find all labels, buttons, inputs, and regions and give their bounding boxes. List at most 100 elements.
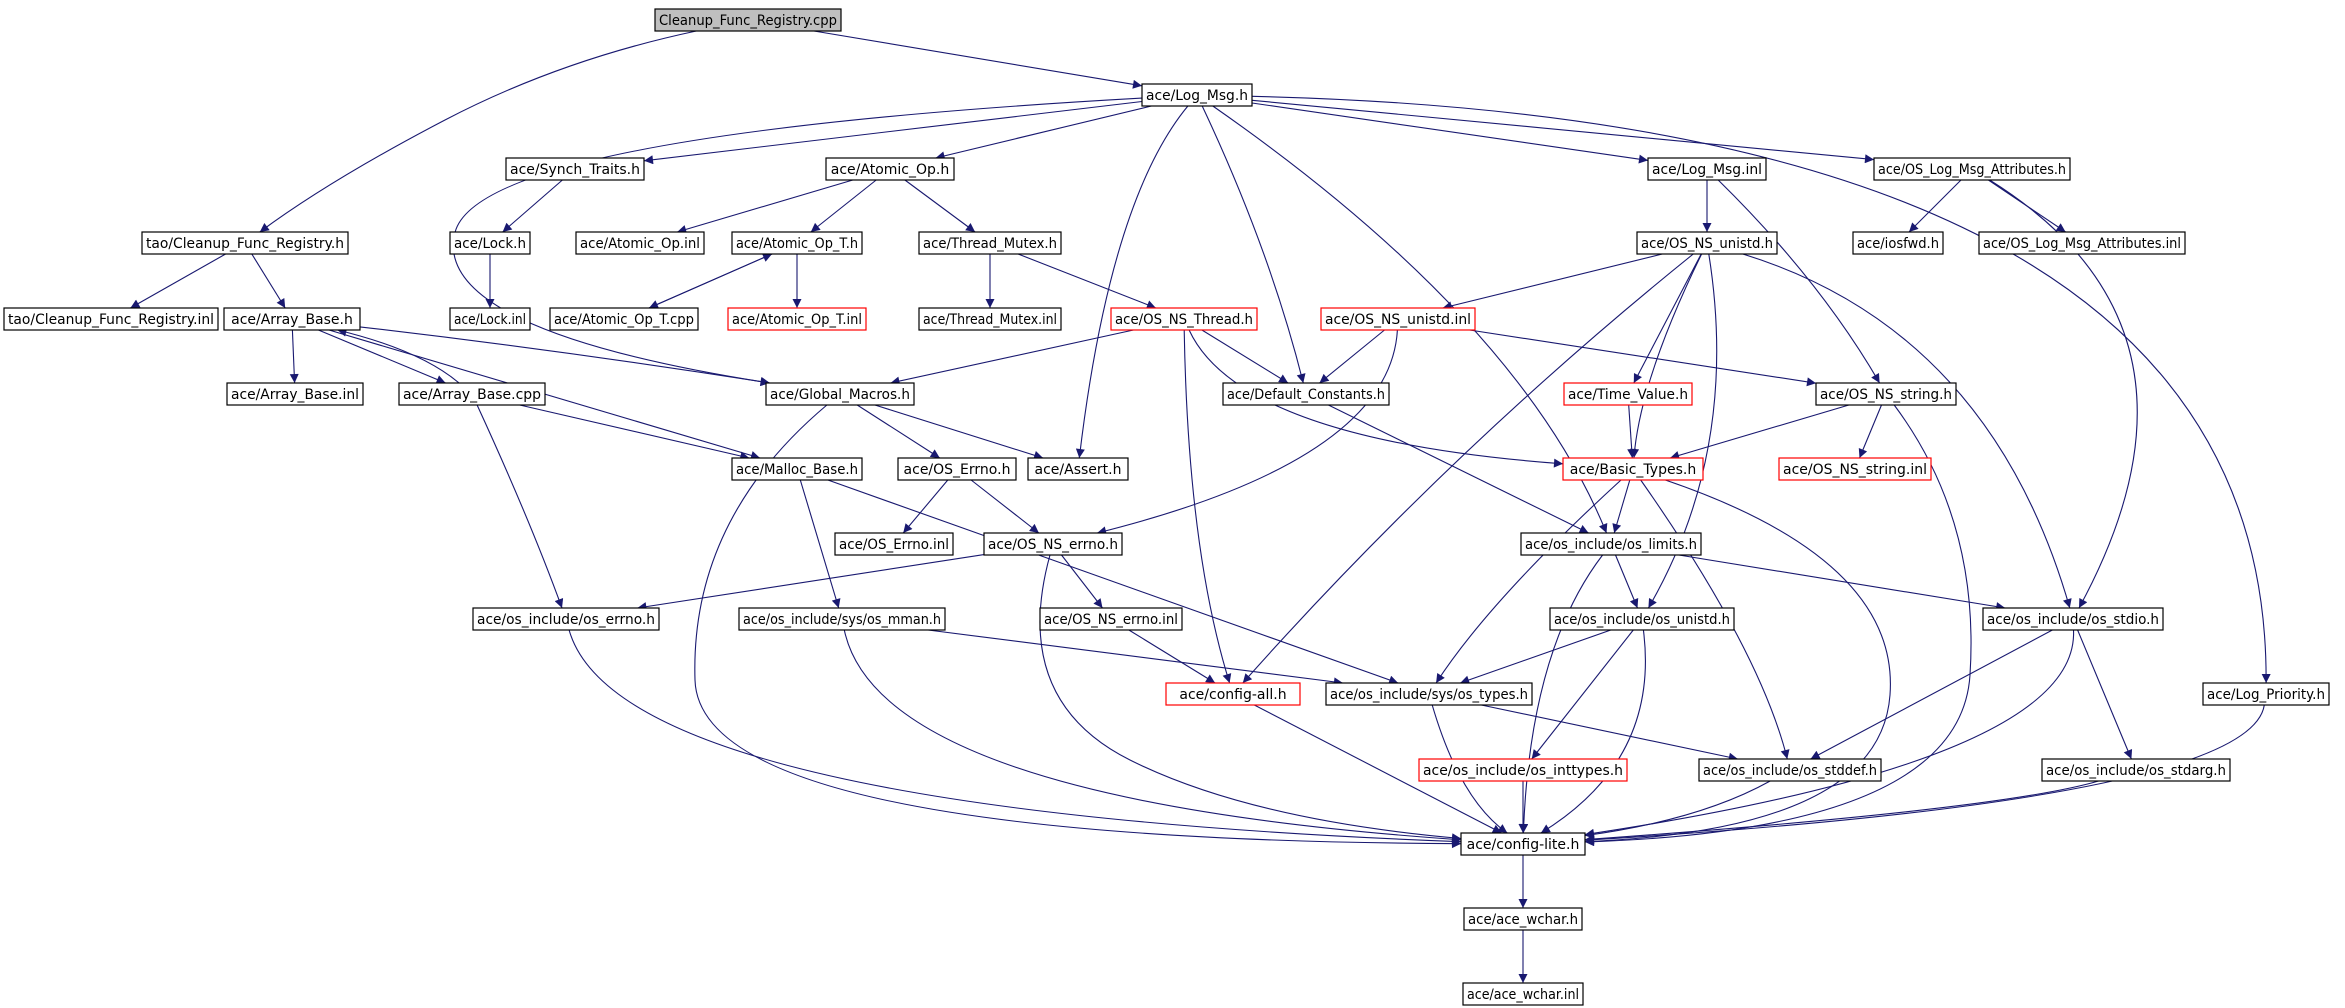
node-os-unistd-inc-h[interactable]: ace/os_include/os_unistd.h: [1549, 607, 1735, 631]
node-os-ns-errno-inl[interactable]: ace/OS_NS_errno.inl: [1039, 607, 1183, 631]
node-box[interactable]: [731, 457, 863, 481]
node-box[interactable]: [654, 8, 842, 32]
node-os-mman-h[interactable]: ace/os_include/sys/os_mman.h: [738, 607, 946, 631]
node-basic-types-h[interactable]: ace/Basic_Types.h: [1562, 457, 1704, 481]
node-box[interactable]: [1852, 231, 1944, 255]
node-box[interactable]: [1563, 382, 1693, 406]
node-box[interactable]: [918, 307, 1062, 331]
node-box[interactable]: [1815, 382, 1957, 406]
node-os-inttypes-h[interactable]: ace/os_include/os_inttypes.h: [1418, 758, 1628, 782]
node-atomic-op-t-h[interactable]: ace/Atomic_Op_T.h: [731, 231, 863, 255]
node-box[interactable]: [449, 307, 531, 331]
node-box[interactable]: [765, 382, 915, 406]
node-box[interactable]: [141, 231, 349, 255]
node-ace-wchar-h[interactable]: ace/ace_wchar.h: [1463, 907, 1583, 931]
node-os-types-h[interactable]: ace/os_include/sys/os_types.h: [1325, 682, 1533, 706]
node-tao-cfr-inl[interactable]: tao/Cleanup_Func_Registry.inl: [3, 307, 219, 331]
node-box[interactable]: [1873, 157, 2071, 181]
node-box[interactable]: [1320, 307, 1476, 331]
node-box[interactable]: [918, 231, 1062, 255]
node-box[interactable]: [1222, 382, 1390, 406]
node-box[interactable]: [1982, 607, 2164, 631]
node-box[interactable]: [2041, 758, 2231, 782]
node-synch-traits-h[interactable]: ace/Synch_Traits.h: [505, 157, 645, 181]
node-box[interactable]: [1460, 832, 1586, 856]
node-box[interactable]: [226, 382, 364, 406]
node-box[interactable]: [825, 157, 955, 181]
node-box[interactable]: [731, 231, 863, 255]
node-box[interactable]: [983, 532, 1123, 556]
node-os-ns-unistd-inl[interactable]: ace/OS_NS_unistd.inl: [1320, 307, 1476, 331]
node-tao-cfr-h[interactable]: tao/Cleanup_Func_Registry.h: [141, 231, 349, 255]
node-box[interactable]: [1636, 231, 1778, 255]
node-os-log-msg-attr-h[interactable]: ace/OS_Log_Msg_Attributes.h: [1873, 157, 2071, 181]
node-array-base-h[interactable]: ace/Array_Base.h: [223, 307, 361, 331]
node-box[interactable]: [1141, 83, 1253, 107]
node-box[interactable]: [1978, 231, 2186, 255]
node-thread-mutex-inl[interactable]: ace/Thread_Mutex.inl: [918, 307, 1062, 331]
node-os-ns-string-inl[interactable]: ace/OS_NS_string.inl: [1778, 457, 1932, 481]
node-os-ns-unistd-h[interactable]: ace/OS_NS_unistd.h: [1636, 231, 1778, 255]
node-box[interactable]: [1549, 607, 1735, 631]
node-box[interactable]: [505, 157, 645, 181]
node-global-macros-h[interactable]: ace/Global_Macros.h: [765, 382, 915, 406]
node-box[interactable]: [398, 382, 546, 406]
node-box[interactable]: [834, 532, 954, 556]
node-os-stdarg-h[interactable]: ace/os_include/os_stdarg.h: [2041, 758, 2231, 782]
node-box[interactable]: [2202, 682, 2330, 706]
node-log-priority-h[interactable]: ace/Log_Priority.h: [2202, 682, 2330, 706]
node-os-ns-errno-h[interactable]: ace/OS_NS_errno.h: [983, 532, 1123, 556]
node-box[interactable]: [1462, 982, 1584, 1006]
node-atomic-op-t-inl[interactable]: ace/Atomic_Op_T.inl: [727, 307, 867, 331]
node-log-msg-h[interactable]: ace/Log_Msg.h: [1141, 83, 1253, 107]
node-os-errno-inl[interactable]: ace/OS_Errno.inl: [834, 532, 954, 556]
node-os-limits-h[interactable]: ace/os_include/os_limits.h: [1520, 532, 1702, 556]
node-box[interactable]: [727, 307, 867, 331]
node-os-log-msg-attr-inl[interactable]: ace/OS_Log_Msg_Attributes.inl: [1978, 231, 2186, 255]
node-box[interactable]: [1325, 682, 1533, 706]
node-box[interactable]: [449, 231, 531, 255]
node-box[interactable]: [1463, 907, 1583, 931]
node-atomic-op-inl[interactable]: ace/Atomic_Op.inl: [575, 231, 705, 255]
node-lock-inl[interactable]: ace/Lock.inl: [449, 307, 531, 331]
node-box[interactable]: [1165, 682, 1301, 706]
node-box[interactable]: [1110, 307, 1258, 331]
node-atomic-op-t-cpp[interactable]: ace/Atomic_Op_T.cpp: [549, 307, 699, 331]
node-array-base-inl[interactable]: ace/Array_Base.inl: [226, 382, 364, 406]
node-box[interactable]: [1520, 532, 1702, 556]
node-os-errno-inc-h[interactable]: ace/os_include/os_errno.h: [472, 607, 660, 631]
node-thread-mutex-h[interactable]: ace/Thread_Mutex.h: [918, 231, 1062, 255]
node-malloc-base-h[interactable]: ace/Malloc_Base.h: [731, 457, 863, 481]
node-box[interactable]: [1778, 457, 1932, 481]
node-os-ns-thread-h[interactable]: ace/OS_NS_Thread.h: [1110, 307, 1258, 331]
node-atomic-op-h[interactable]: ace/Atomic_Op.h: [825, 157, 955, 181]
node-iosfwd-h[interactable]: ace/iosfwd.h: [1852, 231, 1944, 255]
node-box[interactable]: [1027, 457, 1129, 481]
node-array-base-cpp[interactable]: ace/Array_Base.cpp: [398, 382, 546, 406]
node-os-errno-h[interactable]: ace/OS_Errno.h: [897, 457, 1017, 481]
node-time-value-h[interactable]: ace/Time_Value.h: [1563, 382, 1693, 406]
node-log-msg-inl[interactable]: ace/Log_Msg.inl: [1647, 157, 1767, 181]
node-box[interactable]: [897, 457, 1017, 481]
node-box[interactable]: [1562, 457, 1704, 481]
node-box[interactable]: [549, 307, 699, 331]
node-lock-h[interactable]: ace/Lock.h: [449, 231, 531, 255]
node-config-lite-h[interactable]: ace/config-lite.h: [1460, 832, 1586, 856]
node-box[interactable]: [1418, 758, 1628, 782]
node-os-stdio-h[interactable]: ace/os_include/os_stdio.h: [1982, 607, 2164, 631]
node-ace-wchar-inl[interactable]: ace/ace_wchar.inl: [1462, 982, 1584, 1006]
node-config-all-h[interactable]: ace/config-all.h: [1165, 682, 1301, 706]
node-box[interactable]: [1647, 157, 1767, 181]
node-default-constants-h[interactable]: ace/Default_Constants.h: [1222, 382, 1390, 406]
node-assert-h[interactable]: ace/Assert.h: [1027, 457, 1129, 481]
node-box[interactable]: [223, 307, 361, 331]
node-box[interactable]: [1039, 607, 1183, 631]
node-box[interactable]: [575, 231, 705, 255]
node-box[interactable]: [3, 307, 219, 331]
node-box[interactable]: [1698, 758, 1882, 782]
node-os-ns-string-h[interactable]: ace/OS_NS_string.h: [1815, 382, 1957, 406]
node-box[interactable]: [738, 607, 946, 631]
node-os-stddef-h[interactable]: ace/os_include/os_stddef.h: [1698, 758, 1882, 782]
node-box[interactable]: [472, 607, 660, 631]
node-cleanup-cpp[interactable]: Cleanup_Func_Registry.cpp: [654, 8, 842, 32]
